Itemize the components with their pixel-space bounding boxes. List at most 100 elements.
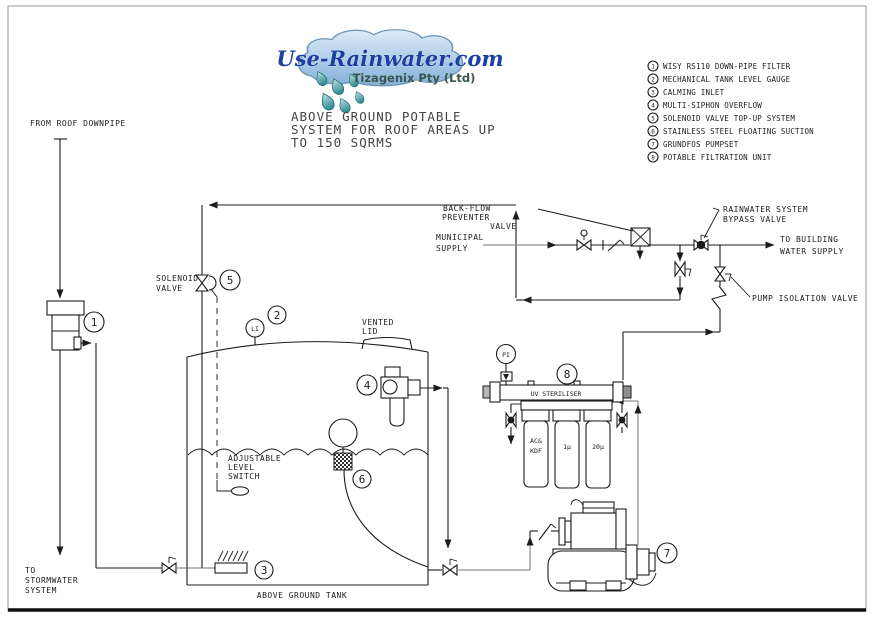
legend: 1 WISY RS110 DOWN-PIPE FILTER 2 MECHANIC…: [647, 60, 814, 163]
li-label: LI: [251, 325, 259, 333]
cloud-icon: [298, 29, 464, 87]
svg-text:VENTED: VENTED: [362, 318, 394, 327]
svg-text:5: 5: [651, 116, 655, 123]
svg-text:5: 5: [227, 274, 234, 287]
floating-suction: [328, 418, 429, 568]
svg-text:SYSTEM: SYSTEM: [25, 586, 57, 595]
svg-text:7: 7: [651, 142, 655, 149]
drain-sample-valve-right: [616, 401, 628, 433]
svg-text:MULTI-SIPHON OVERFLOW: MULTI-SIPHON OVERFLOW: [663, 101, 762, 110]
svg-text:4: 4: [651, 103, 655, 110]
svg-text:WATER SUPPLY: WATER SUPPLY: [780, 247, 844, 256]
drain-sample-valve-left: [505, 403, 521, 445]
svg-text:KDF: KDF: [530, 447, 542, 455]
uv-label: UV STERILISER: [531, 390, 582, 398]
svg-text:3: 3: [651, 90, 655, 97]
tank-outline: ABOVE GROUND TANK: [186, 341, 429, 600]
bypass-label: RAINWATER SYSTEM BYPASS VALVE: [703, 205, 808, 239]
level-indicator-gauge: LI: [245, 318, 265, 345]
svg-text:VALVE: VALVE: [156, 284, 183, 293]
svg-text:TO BUILDING: TO BUILDING: [780, 235, 838, 244]
svg-text:4: 4: [364, 379, 371, 392]
svg-text:GRUNDFOS PUMPSET: GRUNDFOS PUMPSET: [663, 140, 739, 149]
pump-inlet-check-valve: [538, 523, 557, 541]
filter-manifold: [520, 400, 613, 411]
marker-7: 7: [656, 542, 678, 564]
tank-outlet-line: [428, 523, 559, 577]
uv-steriliser: UV STERILISER: [482, 380, 632, 403]
marker-1: 1: [83, 311, 105, 333]
bypass-valve: [693, 234, 709, 252]
marker-2: 2: [267, 305, 287, 325]
roof-downpipe-line: FROM ROOF DOWNPIPE: [30, 119, 126, 299]
svg-text:POTABLE FILTRATION UNIT: POTABLE FILTRATION UNIT: [663, 153, 772, 162]
svg-text:6: 6: [651, 129, 655, 136]
drawing-title: ABOVE GROUND POTABLE SYSTEM FOR ROOF ARE…: [291, 109, 496, 150]
pump-isolation-label: PUMP ISOLATION VALVE: [730, 276, 858, 303]
svg-text:LID: LID: [362, 327, 378, 336]
logo-site-text: Use-Rainwater.com: [276, 46, 503, 71]
tank-label: ABOVE GROUND TANK: [257, 591, 347, 600]
logo: Use-Rainwater.com Tizagenix Pty (Ltd): [276, 29, 504, 115]
svg-text:20µ: 20µ: [592, 443, 604, 451]
marker-6: 6: [352, 469, 372, 489]
svg-text:SOLENOID: SOLENOID: [156, 274, 199, 283]
svg-text:PI: PI: [502, 351, 510, 359]
marker-5: 5: [219, 269, 241, 291]
flex-connector: [711, 285, 727, 310]
legend-item: 8 POTABLE FILTRATION UNIT: [647, 151, 772, 163]
svg-text:WISY RS110 DOWN-PIPE FILTER: WISY RS110 DOWN-PIPE FILTER: [663, 62, 791, 71]
municipal-line: MUNICIPAL SUPPLY TO BUILDING WAT: [436, 227, 844, 300]
logo-company-text: Tizagenix Pty (Ltd): [353, 71, 476, 85]
svg-text:AC&: AC&: [530, 437, 542, 445]
marker-4: 4: [356, 374, 378, 396]
svg-text:BYPASS VALVE: BYPASS VALVE: [723, 215, 787, 224]
legend-item: 5 SOLENOID VALVE TOP-UP SYSTEM: [647, 112, 795, 124]
svg-text:SOLENOID VALVE TOP-UP SYSTEM: SOLENOID VALVE TOP-UP SYSTEM: [663, 114, 795, 123]
sheet-border: [7, 5, 867, 612]
title-line-2: SYSTEM FOR ROOF AREAS UP: [291, 122, 496, 137]
solenoid-signal-line: [210, 288, 218, 480]
backflow-label: BACK-FLOW PREVENTER VALVE: [442, 204, 634, 232]
diagram-number-markers: 1 2 3 4 5 6 7 8: [83, 269, 678, 580]
topup-supply-line: [201, 201, 680, 568]
svg-text:PUMP ISOLATION VALVE: PUMP ISOLATION VALVE: [752, 294, 858, 303]
svg-text:8: 8: [651, 155, 655, 162]
callout-labels: BACK-FLOW PREVENTER VALVE RAINWATER SYST…: [442, 204, 858, 303]
svg-text:TO: TO: [25, 566, 36, 575]
pi-gauge: PI: [495, 343, 517, 385]
from-roof-label: FROM ROOF DOWNPIPE: [30, 119, 126, 128]
title-line-1: ABOVE GROUND POTABLE: [291, 109, 462, 124]
svg-text:MUNICIPAL: MUNICIPAL: [436, 233, 484, 242]
legend-item: 4 MULTI-SIPHON OVERFLOW: [647, 99, 762, 111]
solenoid-valve: SOLENOID VALVE: [156, 274, 217, 293]
pumpset: [547, 499, 657, 592]
svg-text:VALVE: VALVE: [490, 222, 517, 231]
filtration-unit: PI UV STERILISER AC& KDF 1µ: [482, 343, 632, 489]
pump-isolation-valve: [713, 266, 732, 282]
svg-text:STORMWATER: STORMWATER: [25, 576, 78, 585]
legend-item: 6 STAINLESS STEEL FLOATING SUCTION: [647, 125, 814, 137]
svg-text:6: 6: [359, 473, 366, 486]
svg-text:SUPPLY: SUPPLY: [436, 244, 468, 253]
svg-text:2: 2: [274, 309, 281, 322]
svg-text:3: 3: [261, 564, 268, 577]
svg-text:BACK-FLOW: BACK-FLOW: [443, 204, 491, 213]
svg-text:STAINLESS STEEL FLOATING SUCTI: STAINLESS STEEL FLOATING SUCTION: [663, 127, 814, 136]
legend-item: 2 MECHANICAL TANK LEVEL GAUGE: [647, 73, 790, 85]
marker-8: 8: [556, 363, 578, 385]
legend-item: 1 WISY RS110 DOWN-PIPE FILTER: [647, 60, 791, 72]
topup-branch: [674, 245, 692, 300]
svg-text:8: 8: [564, 368, 571, 381]
supply-ball-valve: [576, 229, 592, 252]
strainer-check: [602, 239, 625, 252]
stormwater-label: TO STORMWATER SYSTEM: [25, 566, 78, 595]
svg-text:7: 7: [664, 547, 671, 560]
svg-text:SWITCH: SWITCH: [228, 472, 260, 481]
svg-text:1: 1: [91, 316, 98, 329]
water-line: [187, 448, 429, 456]
uv-outlet-riser: [622, 245, 732, 380]
tank-inlet-line: [95, 343, 249, 575]
